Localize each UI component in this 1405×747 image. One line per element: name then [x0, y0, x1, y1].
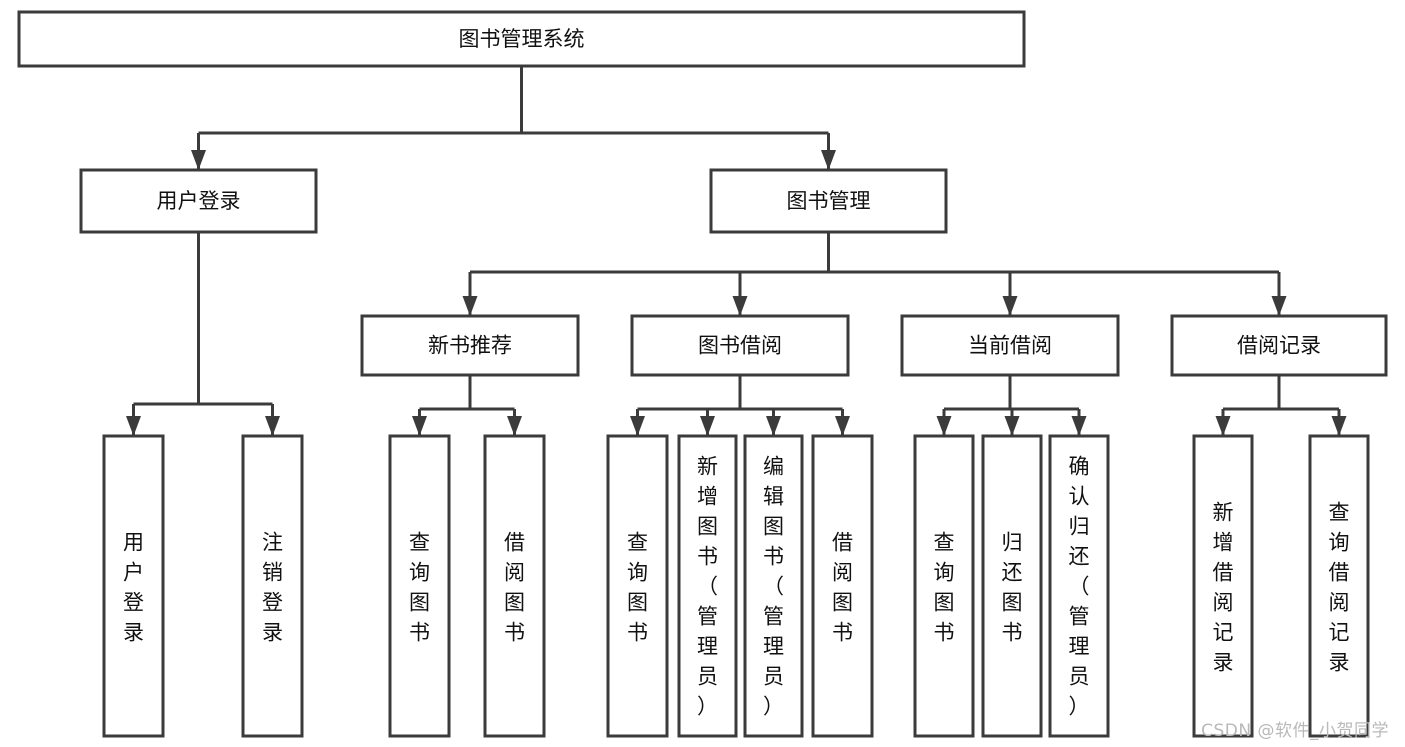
arrow-head-icon	[126, 416, 141, 436]
edge-group-newbook	[412, 375, 522, 436]
node-leaf-return-book[interactable]: 归还图书	[981, 434, 1043, 738]
node-leaf-user-logout[interactable]: 注销登录	[241, 434, 304, 738]
edge-group-records	[1215, 375, 1347, 436]
node-label-records: 借阅记录	[1237, 334, 1321, 358]
node-bookmgmt[interactable]: 图书管理	[709, 168, 948, 234]
node-leaf-query-record[interactable]: 查询借阅记录	[1308, 434, 1370, 738]
node-label-leaf-edit-book: 编辑图书（管理员）	[763, 454, 784, 718]
arrow-head-icon	[265, 416, 280, 436]
node-label-leaf-borrow-book-2: 借阅图书	[832, 530, 853, 644]
node-label-bookmgmt: 图书管理	[787, 189, 871, 213]
arrow-head-icon	[507, 416, 522, 436]
node-label-leaf-user-logout: 注销登录	[262, 530, 283, 644]
arrow-head-icon	[1004, 416, 1020, 436]
edge-group-bookmgmt	[462, 232, 1287, 316]
arrow-head-icon	[1071, 416, 1087, 436]
node-label-current: 当前借阅	[968, 334, 1052, 358]
arrow-head-icon	[1002, 296, 1018, 316]
arrow-head-icon	[412, 416, 427, 436]
node-leaf-add-book[interactable]: 新增图书（管理员）	[677, 434, 738, 738]
node-borrow[interactable]: 图书借阅	[630, 314, 850, 377]
node-box-current[interactable]	[900, 314, 1120, 377]
node-root[interactable]: 图书管理系统	[17, 10, 1026, 68]
arrow-head-icon	[700, 416, 715, 436]
node-current[interactable]: 当前借阅	[900, 314, 1120, 377]
node-box-leaf-add-record[interactable]	[1192, 434, 1254, 738]
node-box-leaf-user-logout[interactable]	[241, 434, 304, 738]
node-box-leaf-borrow-book-2[interactable]	[811, 434, 874, 738]
node-layer: 图书管理系统用户登录图书管理新书推荐图书借阅当前借阅借阅记录用户登录注销登录查询…	[17, 10, 1388, 738]
node-leaf-user-login[interactable]: 用户登录	[102, 434, 165, 738]
node-leaf-add-record[interactable]: 新增借阅记录	[1192, 434, 1254, 738]
node-label-leaf-confirm-return: 确认归还（管理员）	[1069, 454, 1090, 718]
node-label-borrow: 图书借阅	[698, 334, 782, 358]
node-label-leaf-add-record: 新增借阅记录	[1213, 500, 1234, 674]
node-leaf-confirm-return[interactable]: 确认归还（管理员）	[1048, 434, 1110, 738]
node-box-leaf-query-record[interactable]	[1308, 434, 1370, 738]
node-box-leaf-borrow-book-1[interactable]	[483, 434, 546, 738]
node-label-leaf-add-book: 新增图书（管理员）	[697, 454, 718, 718]
node-leaf-edit-book[interactable]: 编辑图书（管理员）	[743, 434, 804, 738]
arrow-head-icon	[835, 416, 850, 436]
node-leaf-query-book-1[interactable]: 查询图书	[388, 434, 451, 738]
node-label-leaf-user-login: 用户登录	[123, 530, 144, 644]
node-label-leaf-borrow-book-1: 借阅图书	[504, 530, 525, 644]
node-box-login[interactable]	[79, 168, 318, 234]
node-label-leaf-return-book: 归还图书	[1002, 530, 1023, 644]
node-box-newbook[interactable]	[360, 314, 580, 377]
node-box-leaf-add-book[interactable]	[677, 434, 738, 738]
node-box-records[interactable]	[1170, 314, 1388, 377]
node-box-leaf-confirm-return[interactable]	[1048, 434, 1110, 738]
node-leaf-borrow-book-1[interactable]: 借阅图书	[483, 434, 546, 738]
node-box-leaf-edit-book[interactable]	[743, 434, 804, 738]
node-box-root[interactable]	[17, 10, 1026, 68]
arrow-head-icon	[630, 416, 645, 436]
node-label-login: 用户登录	[157, 189, 241, 213]
edge-group-current	[936, 375, 1087, 436]
node-box-leaf-query-book-2[interactable]	[606, 434, 669, 738]
node-label-leaf-query-record: 查询借阅记录	[1329, 500, 1350, 674]
node-label-root: 图书管理系统	[459, 27, 585, 51]
arrow-head-icon	[766, 416, 781, 436]
node-box-leaf-user-login[interactable]	[102, 434, 165, 738]
arrow-head-icon	[821, 150, 836, 170]
node-box-leaf-query-book-1[interactable]	[388, 434, 451, 738]
connector-layer	[126, 66, 1347, 436]
node-leaf-query-book-2[interactable]: 查询图书	[606, 434, 669, 738]
node-newbook[interactable]: 新书推荐	[360, 314, 580, 377]
node-login[interactable]: 用户登录	[79, 168, 318, 234]
arrow-head-icon	[732, 296, 748, 316]
node-box-leaf-query-book-3[interactable]	[913, 434, 975, 738]
edge-group-root	[191, 66, 836, 170]
arrow-head-icon	[1331, 416, 1347, 436]
node-label-leaf-query-book-3: 查询图书	[934, 530, 955, 644]
node-leaf-query-book-3[interactable]: 查询图书	[913, 434, 975, 738]
node-label-leaf-query-book-1: 查询图书	[409, 530, 430, 644]
arrow-head-icon	[1215, 416, 1231, 436]
node-label-leaf-query-book-2: 查询图书	[627, 530, 648, 644]
arrow-head-icon	[1271, 296, 1287, 316]
edge-group-borrow	[630, 375, 850, 436]
node-records[interactable]: 借阅记录	[1170, 314, 1388, 377]
node-box-leaf-return-book[interactable]	[981, 434, 1043, 738]
node-label-newbook: 新书推荐	[428, 334, 512, 358]
arrow-head-icon	[462, 296, 478, 316]
node-box-bookmgmt[interactable]	[709, 168, 948, 234]
node-leaf-borrow-book-2[interactable]: 借阅图书	[811, 434, 874, 738]
arrow-head-icon	[936, 416, 952, 436]
edge-group-login	[126, 232, 280, 436]
node-box-borrow[interactable]	[630, 314, 850, 377]
arrow-head-icon	[191, 150, 206, 170]
